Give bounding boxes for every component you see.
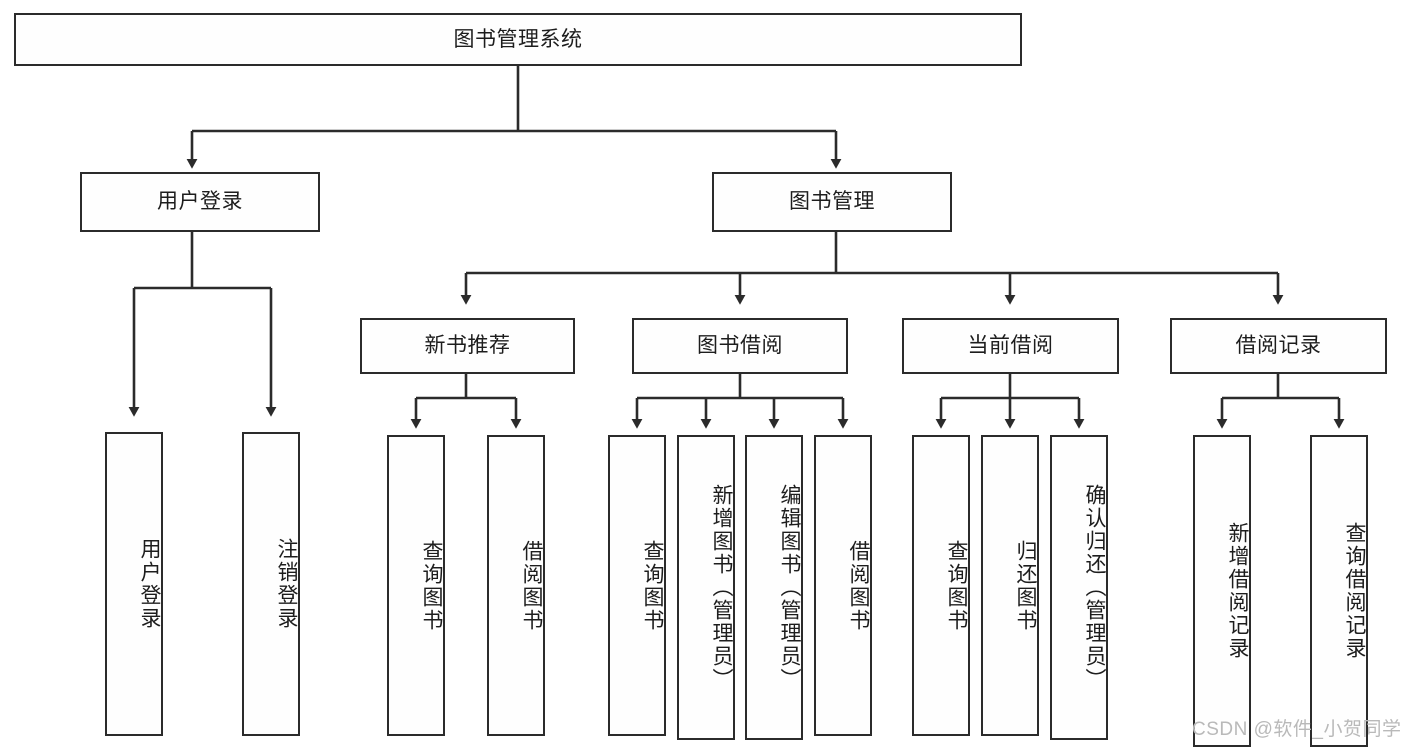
node-leaf-borrow-book-2[interactable]: 借阅图书 bbox=[814, 435, 872, 736]
node-label: 借阅图书 bbox=[847, 539, 870, 632]
node-leaf-logout[interactable]: 注销登录 bbox=[242, 432, 300, 736]
node-book-management-system[interactable]: 图书管理系统 bbox=[14, 13, 1022, 66]
node-leaf-add-record[interactable]: 新增借阅记录 bbox=[1193, 435, 1251, 747]
node-label: 查询借阅记录 bbox=[1343, 522, 1366, 660]
node-leaf-add-book[interactable]: 新增图书（管理员） bbox=[677, 435, 735, 740]
node-label: 用户登录 bbox=[138, 538, 161, 630]
node-label: 新增借阅记录 bbox=[1226, 522, 1249, 660]
node-leaf-user-login[interactable]: 用户登录 bbox=[105, 432, 163, 736]
node-label: 图书管理 bbox=[789, 190, 875, 214]
node-leaf-query-record[interactable]: 查询借阅记录 bbox=[1310, 435, 1368, 747]
node-user-login[interactable]: 用户登录 bbox=[80, 172, 320, 232]
node-leaf-borrow-book-1[interactable]: 借阅图书 bbox=[487, 435, 545, 736]
node-label: 归还图书 bbox=[1014, 539, 1037, 632]
csdn-watermark: CSDN @软件_小贺同学 bbox=[1192, 719, 1402, 740]
node-label: 新增图书（管理员） bbox=[710, 484, 733, 691]
node-current-borrow[interactable]: 当前借阅 bbox=[902, 318, 1119, 374]
node-label: 借阅记录 bbox=[1235, 334, 1322, 358]
node-leaf-query-book-2[interactable]: 查询图书 bbox=[608, 435, 666, 736]
node-leaf-edit-book[interactable]: 编辑图书（管理员） bbox=[745, 435, 803, 740]
node-new-book-recommend[interactable]: 新书推荐 bbox=[360, 318, 575, 374]
node-borrow-record[interactable]: 借阅记录 bbox=[1170, 318, 1387, 374]
node-label: 图书管理系统 bbox=[453, 27, 583, 51]
node-label: 查询图书 bbox=[420, 539, 443, 632]
node-book-management[interactable]: 图书管理 bbox=[712, 172, 952, 232]
node-label: 查询图书 bbox=[945, 539, 968, 632]
node-label: 注销登录 bbox=[275, 538, 298, 630]
node-label: 确认归还（管理员） bbox=[1083, 484, 1106, 691]
node-label: 借阅图书 bbox=[520, 539, 543, 632]
node-label: 新书推荐 bbox=[424, 334, 511, 358]
node-leaf-return-book[interactable]: 归还图书 bbox=[981, 435, 1039, 736]
node-label: 编辑图书（管理员） bbox=[778, 484, 801, 691]
node-book-borrow[interactable]: 图书借阅 bbox=[632, 318, 848, 374]
node-leaf-query-book-1[interactable]: 查询图书 bbox=[387, 435, 445, 736]
node-label: 图书借阅 bbox=[697, 334, 783, 358]
node-label: 当前借阅 bbox=[967, 334, 1054, 358]
node-label: 用户登录 bbox=[157, 190, 243, 214]
node-leaf-confirm-return[interactable]: 确认归还（管理员） bbox=[1050, 435, 1108, 740]
node-label: 查询图书 bbox=[641, 539, 664, 632]
node-leaf-query-book-3[interactable]: 查询图书 bbox=[912, 435, 970, 736]
